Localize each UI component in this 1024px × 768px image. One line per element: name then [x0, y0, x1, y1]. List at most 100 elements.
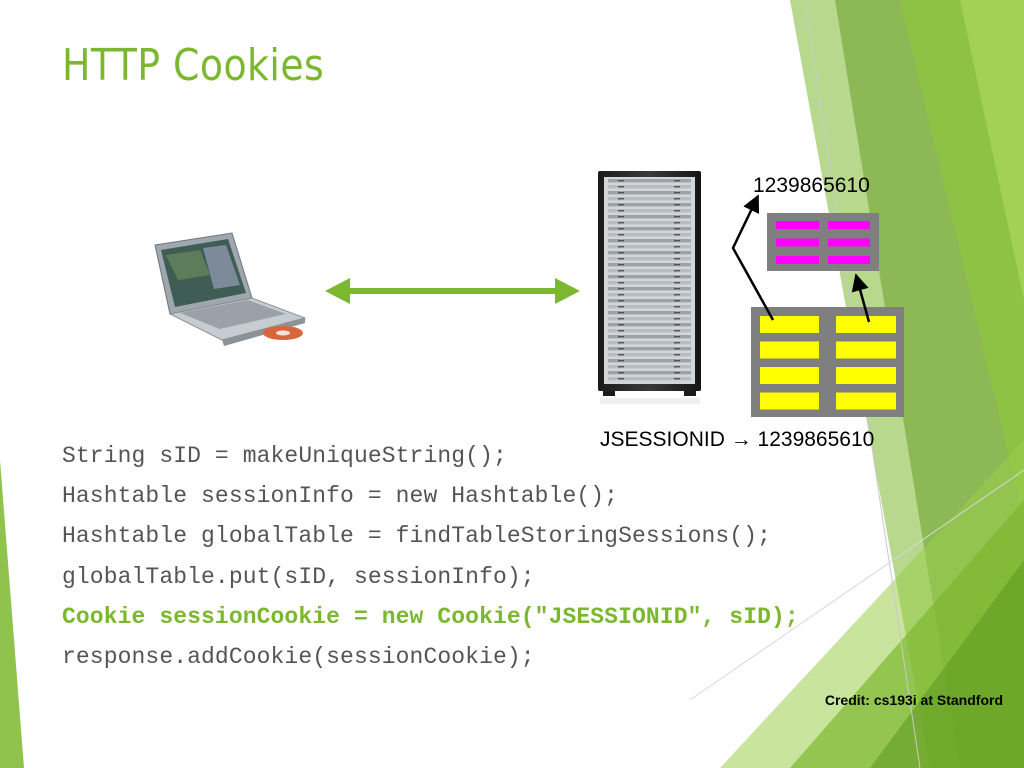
- rack-slot-handle: [618, 342, 624, 344]
- rack-slot-handle: [618, 324, 624, 326]
- rack-slot-handle: [674, 288, 680, 290]
- global-table-cell: [760, 392, 819, 410]
- rack-slot: [608, 221, 691, 225]
- rack-slot: [608, 293, 691, 297]
- rack-slot-handle: [674, 192, 680, 194]
- rack-slot: [608, 245, 691, 249]
- rack-slot-handle: [618, 360, 624, 362]
- global-table-cell: [836, 392, 896, 410]
- code-line-highlighted: Cookie sessionCookie = new Cookie("JSESS…: [62, 603, 799, 630]
- rack-slot: [608, 215, 691, 219]
- rack-slot-handle: [674, 318, 680, 320]
- rack-slot-handle: [618, 192, 624, 194]
- rack-slot-handle: [618, 288, 624, 290]
- rack-slots: [608, 179, 691, 381]
- rack-slot-handle: [618, 204, 624, 206]
- rack-slot-handle: [674, 240, 680, 242]
- rack-slot-handle: [674, 294, 680, 296]
- rack-slot-handle: [674, 360, 680, 362]
- rack-slot: [608, 239, 691, 243]
- global-table-icon: [751, 307, 904, 417]
- rack-slot-handle: [674, 186, 680, 188]
- rack-slot-handle: [674, 210, 680, 212]
- code-line: String sID = makeUniqueString();: [62, 443, 507, 469]
- rack-slot: [608, 203, 691, 207]
- rack-slot: [608, 281, 691, 285]
- rack-slot-handle: [674, 180, 680, 182]
- laptop-icon: [154, 232, 307, 346]
- rack-slot-handle: [618, 300, 624, 302]
- rack-slot-handle: [674, 348, 680, 350]
- rack-slot-handle: [674, 228, 680, 230]
- rack-slot-handle: [618, 372, 624, 374]
- session-table-cell: [776, 256, 819, 264]
- rack-slot: [608, 209, 691, 213]
- rack-slot-handle: [618, 294, 624, 296]
- rack-slot: [608, 257, 691, 261]
- rack-slot-handle: [674, 354, 680, 356]
- global-table-cell: [760, 367, 819, 384]
- rack-slot-handle: [674, 324, 680, 326]
- rack-slot-handle: [674, 204, 680, 206]
- global-table-cell: [836, 367, 896, 384]
- rack-slot: [608, 323, 691, 327]
- rack-slot: [608, 227, 691, 231]
- rack-slot-handle: [674, 270, 680, 272]
- rack-slot-handle: [674, 222, 680, 224]
- rack-slot-handle: [674, 372, 680, 374]
- rack-slot: [608, 287, 691, 291]
- global-table-cell: [760, 341, 819, 359]
- rack-slot-handle: [674, 282, 680, 284]
- rack-slot-handle: [618, 240, 624, 242]
- rack-slot: [608, 179, 691, 183]
- rack-slot: [608, 251, 691, 255]
- session-table-cell: [828, 256, 870, 264]
- rack-slot-handle: [618, 180, 624, 182]
- rack-slot-handle: [618, 282, 624, 284]
- rack-slot-handle: [674, 198, 680, 200]
- rack-slot-handle: [674, 336, 680, 338]
- rack-slot-handle: [674, 306, 680, 308]
- global-table-cell: [836, 316, 896, 333]
- rack-slot: [608, 317, 691, 321]
- rack-slot-handle: [618, 186, 624, 188]
- rack-slot-handle: [674, 378, 680, 380]
- code-line: Hashtable sessionInfo = new Hashtable();: [62, 483, 619, 510]
- rack-slot: [608, 305, 691, 309]
- rack-slot-handle: [674, 264, 680, 266]
- rack-slot-handle: [618, 336, 624, 338]
- session-table-cell: [776, 221, 819, 229]
- rack-slot-handle: [674, 330, 680, 332]
- rack-slot: [608, 365, 691, 369]
- rack-slot-handle: [618, 318, 624, 320]
- rack-slot-handle: [618, 330, 624, 332]
- rack-slot: [608, 269, 691, 273]
- global-table-cells: [760, 316, 896, 410]
- rack-slot: [608, 233, 691, 237]
- rack-slot: [608, 359, 691, 363]
- slide-title: HTTP Cookies: [62, 40, 325, 91]
- rack-slot: [608, 263, 691, 267]
- rack-slot-handle: [674, 216, 680, 218]
- rack-slot-handle: [674, 366, 680, 368]
- rack-slot-handle: [618, 348, 624, 350]
- rack-slot-handle: [674, 234, 680, 236]
- rack-slot-handle: [674, 276, 680, 278]
- rack-slot-handle: [674, 258, 680, 260]
- rack-slot: [608, 347, 691, 351]
- global-table-cell: [836, 341, 896, 359]
- arrow-row-to-session-table: [851, 273, 871, 323]
- session-table-cell: [776, 238, 819, 247]
- rack-slot: [608, 185, 691, 189]
- arrow-row-to-id: [731, 194, 775, 321]
- rack-slot-handle: [618, 312, 624, 314]
- rack-slot: [608, 329, 691, 333]
- rack-slot-handle: [674, 342, 680, 344]
- rack-slot: [608, 299, 691, 303]
- rack-slot-handle: [618, 306, 624, 308]
- rack-slot-handle: [674, 312, 680, 314]
- rack-slot-handle: [618, 216, 624, 218]
- rack-slot: [608, 311, 691, 315]
